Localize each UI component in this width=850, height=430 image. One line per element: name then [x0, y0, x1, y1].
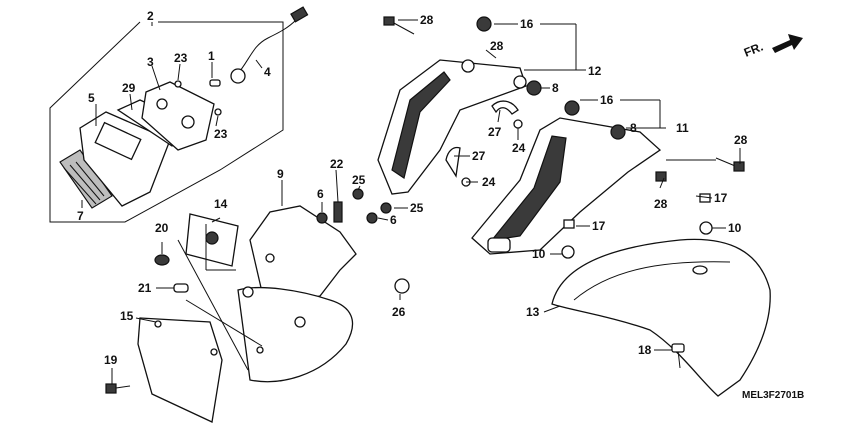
callout-27: 27	[472, 149, 486, 163]
callout-5: 5	[88, 91, 95, 105]
callout-23: 23	[214, 127, 228, 141]
callout-6: 6	[317, 187, 324, 201]
callout-16: 16	[520, 17, 534, 31]
callout-24: 24	[512, 141, 526, 155]
callout-22: 22	[330, 157, 344, 171]
callout-15: 15	[120, 309, 134, 323]
callout-2: 2	[147, 9, 154, 23]
diagram-code: MEL3F2701B	[742, 390, 804, 401]
callout-25: 25	[352, 173, 366, 187]
license-bracket-part	[105, 188, 410, 423]
callout-9: 9	[277, 167, 284, 181]
callout-23: 23	[174, 51, 188, 65]
front-direction-arrow: FR.	[742, 34, 803, 60]
callout-8: 8	[552, 81, 559, 95]
callout-8: 8	[630, 121, 637, 135]
callout-10: 10	[728, 221, 742, 235]
callout-21: 21	[138, 281, 152, 295]
callout-11: 11	[676, 121, 689, 135]
assembly-outline	[49, 21, 284, 223]
rear-fender-part	[551, 238, 771, 397]
lens-part	[59, 149, 113, 209]
callout-14: 14	[214, 197, 228, 211]
callout-10: 10	[532, 247, 546, 261]
callout-24: 24	[482, 175, 496, 189]
callout-6: 6	[390, 213, 397, 227]
callout-16: 16	[600, 93, 614, 107]
callout-27: 27	[488, 125, 502, 139]
upper-bracket-part	[377, 16, 542, 195]
callout-28: 28	[420, 13, 434, 27]
callout-17: 17	[714, 191, 728, 205]
arrow-icon	[772, 34, 803, 53]
callout-3: 3	[147, 55, 154, 69]
direction-label: FR.	[742, 40, 765, 60]
callout-20: 20	[155, 221, 169, 235]
callout-19: 19	[104, 353, 118, 367]
taillight-assembly	[49, 6, 309, 223]
callout-labels: 2 3 23 1 4 29 5 23 7 28 16 28 12 8 16 27…	[77, 9, 748, 367]
callout-25: 25	[410, 201, 424, 215]
callout-29: 29	[122, 81, 136, 95]
callout-13: 13	[526, 305, 540, 319]
bulb-part	[209, 79, 221, 87]
leader-lines	[81, 19, 741, 384]
callout-28: 28	[734, 133, 748, 147]
callout-7: 7	[77, 209, 84, 223]
callout-1: 1	[208, 49, 215, 63]
callout-4: 4	[264, 65, 271, 79]
license-plate-part	[137, 317, 223, 423]
callout-17: 17	[592, 219, 606, 233]
callout-28: 28	[490, 39, 504, 53]
lower-bracket-part	[471, 100, 745, 259]
callout-28: 28	[654, 197, 668, 211]
callout-18: 18	[638, 343, 652, 357]
callout-12: 12	[588, 64, 602, 78]
wire-harness	[235, 19, 297, 77]
callout-26: 26	[392, 305, 406, 319]
